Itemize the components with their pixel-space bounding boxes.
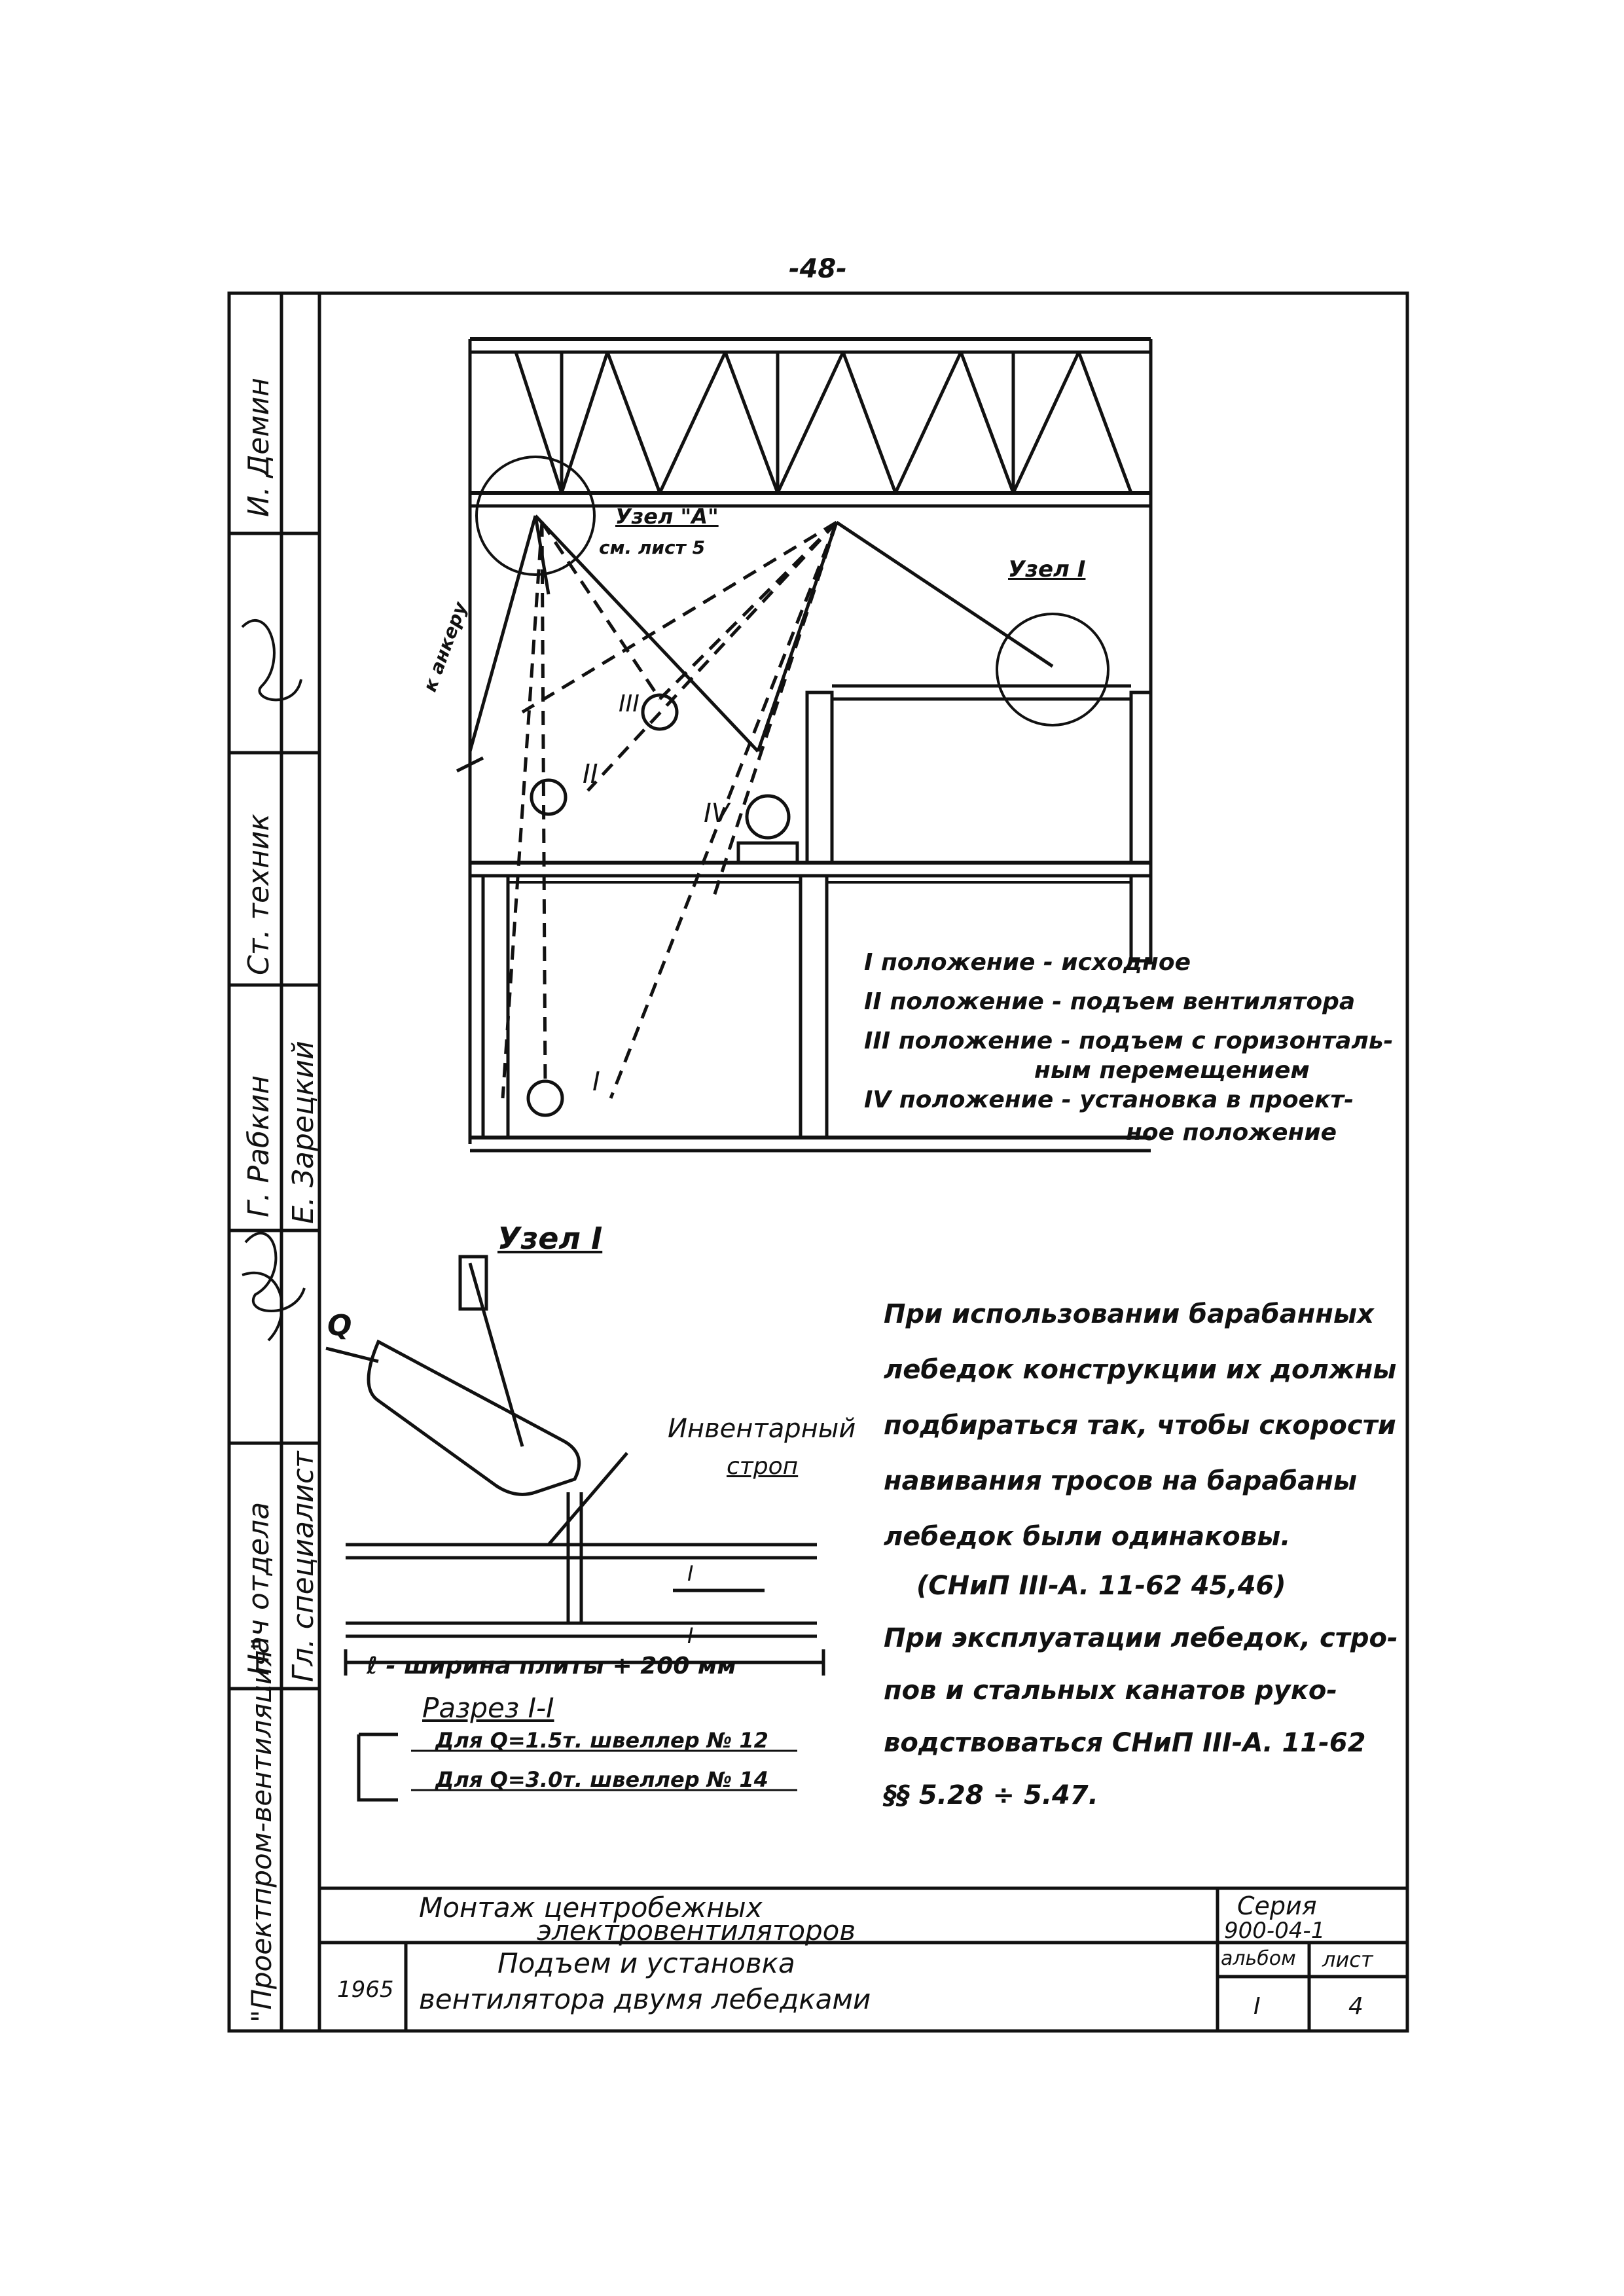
signatures bbox=[241, 619, 306, 1342]
year-value: 1965 bbox=[337, 1977, 394, 2003]
legend-line-2: II положение - подъем вентилятора bbox=[864, 988, 1356, 1015]
note-line-2: лебедок конструкции их должны bbox=[884, 1355, 1397, 1385]
sheet-value: 4 bbox=[1348, 1993, 1363, 2020]
subtitle-line-2: вентилятора двумя лебедками bbox=[419, 1983, 871, 2015]
position-2-marker: II bbox=[583, 759, 598, 789]
node-detail-drawing bbox=[325, 1255, 825, 1802]
series-value: 900-04-1 bbox=[1224, 1918, 1326, 1944]
album-value: I bbox=[1254, 1993, 1261, 2020]
title-line-1: Монтаж центробежных bbox=[419, 1892, 763, 1924]
note-line-10: §§ 5.28 ÷ 5.47. bbox=[884, 1780, 1098, 1810]
node-1-label: Узел I bbox=[1008, 556, 1086, 583]
note-line-9: водствоваться СНиП III-А. 11-62 bbox=[884, 1728, 1366, 1758]
series-label: Серия bbox=[1237, 1892, 1317, 1920]
section-marker-1: I bbox=[687, 1561, 694, 1586]
node-a-label: Узел "А" bbox=[615, 504, 719, 529]
width-label: ℓ - ширина плиты + 200 мм bbox=[367, 1653, 736, 1679]
section-marker-2: I bbox=[687, 1623, 694, 1648]
channel-spec-2: Для Q=3.0т. швеллер № 14 bbox=[435, 1767, 768, 1792]
node-a-reference: см. лист 5 bbox=[599, 537, 706, 558]
section-title: Разрез I-I bbox=[422, 1692, 554, 1724]
legend-line-4: ным перемещением bbox=[1034, 1057, 1310, 1084]
subtitle-line-1: Подъем и установка bbox=[497, 1947, 795, 1979]
note-line-6: (СНиП III-А. 11-62 45,46) bbox=[916, 1571, 1286, 1601]
position-4-marker: IV bbox=[704, 798, 730, 829]
load-label: Q bbox=[327, 1309, 352, 1342]
note-line-7: При эксплуатации лебедок, стро- bbox=[884, 1623, 1398, 1653]
note-line-1: При использовании барабанных bbox=[884, 1299, 1374, 1329]
album-label: альбом bbox=[1221, 1947, 1296, 1970]
title-line-2: электровентиляторов bbox=[537, 1914, 856, 1946]
main-drawing bbox=[456, 337, 1153, 1153]
page-number: -48- bbox=[789, 254, 847, 284]
note-line-4: навивания тросов на барабаны bbox=[884, 1466, 1358, 1496]
sling-label-1: Инвентарный bbox=[668, 1414, 856, 1444]
node-detail-title: Узел I bbox=[497, 1221, 603, 1256]
position-3-marker: III bbox=[619, 691, 640, 717]
channel-spec-1: Для Q=1.5т. швеллер № 12 bbox=[435, 1728, 768, 1753]
legend-line-1: I положение - исходное bbox=[864, 949, 1191, 976]
note-line-8: пов и стальных канатов руко- bbox=[884, 1676, 1337, 1706]
legend-line-6: ное положение bbox=[1126, 1119, 1337, 1146]
legend-line-5: IV положение - установка в проект- bbox=[864, 1086, 1354, 1113]
sling-label-2: строп bbox=[727, 1453, 799, 1480]
note-line-5: лебедок были одинаковы. bbox=[884, 1522, 1291, 1552]
sheet-label: лист bbox=[1322, 1947, 1373, 1972]
legend-line-3: III положение - подъем с горизонталь- bbox=[864, 1028, 1394, 1054]
note-line-3: подбираться так, чтобы скорости bbox=[884, 1410, 1396, 1441]
position-1-marker: I bbox=[592, 1067, 600, 1097]
